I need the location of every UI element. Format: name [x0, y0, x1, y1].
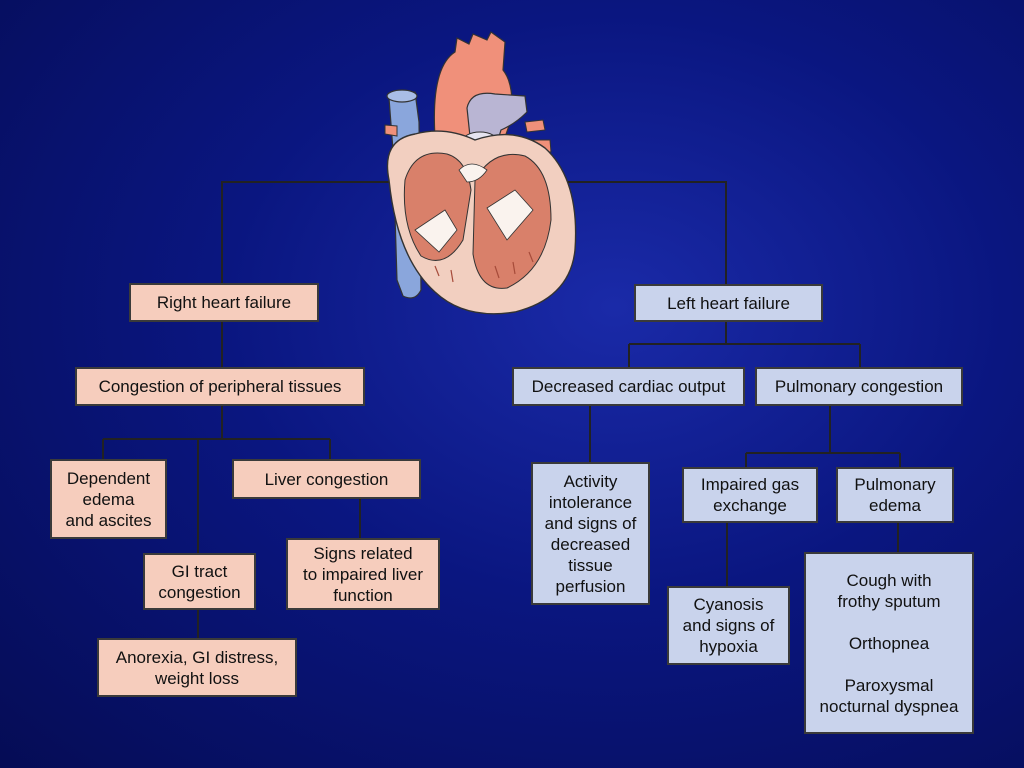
liver-congestion-box: Liver congestion — [232, 459, 421, 499]
pulmonary-edema-box: Pulmonary edema — [836, 467, 954, 523]
signs-liver-function-box: Signs related to impaired liver function — [286, 538, 440, 610]
right-heart-failure-box: Right heart failure — [129, 283, 319, 322]
pulmonary-congestion-box: Pulmonary congestion — [755, 367, 963, 406]
cyanosis-box: Cyanosis and signs of hypoxia — [667, 586, 790, 665]
left-heart-failure-box: Left heart failure — [634, 284, 823, 322]
congestion-peripheral-box: Congestion of peripheral tissues — [75, 367, 365, 406]
dependent-edema-box: Dependent edema and ascites — [50, 459, 167, 539]
activity-intolerance-box: Activity intolerance and signs of decrea… — [531, 462, 650, 605]
gi-tract-congestion-box: GI tract congestion — [143, 553, 256, 610]
decreased-cardiac-output-box: Decreased cardiac output — [512, 367, 745, 406]
heart-illustration — [384, 31, 577, 315]
cough-symptoms-box: Cough with frothy sputum Orthopnea Parox… — [804, 552, 974, 734]
anorexia-box: Anorexia, GI distress, weight loss — [97, 638, 297, 697]
impaired-gas-exchange-box: Impaired gas exchange — [682, 467, 818, 523]
